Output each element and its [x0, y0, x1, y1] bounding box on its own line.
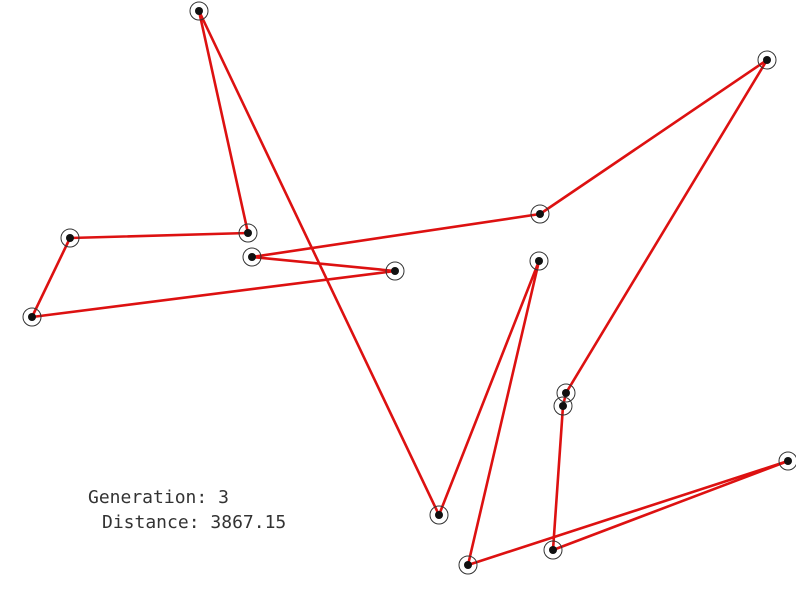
generation-value: 3: [218, 487, 229, 508]
city-ring: [458, 555, 478, 575]
city-dot: [559, 402, 567, 410]
route-segment: [551, 404, 565, 552]
city-ring: [242, 247, 262, 267]
city-dot: [536, 210, 544, 218]
city-ring: [529, 251, 549, 271]
city-marker-icon: [385, 261, 405, 281]
route-segment: [250, 212, 542, 259]
route-segment: [466, 459, 790, 567]
city-layer: [22, 1, 796, 575]
city-ring: [189, 1, 209, 21]
city-ring: [553, 396, 573, 416]
city-marker-icon: [238, 223, 258, 243]
city-marker-icon: [778, 451, 796, 471]
city-dot: [435, 511, 443, 519]
city-marker-icon: [60, 228, 80, 248]
route-segment: [197, 9, 250, 235]
city-marker-icon: [22, 307, 42, 327]
city-marker-icon: [242, 247, 262, 267]
generation-label: Generation:: [88, 487, 207, 508]
city-ring: [530, 204, 550, 224]
city-ring: [385, 261, 405, 281]
route-segment: [250, 255, 397, 273]
route-segment: [564, 58, 769, 395]
city-dot: [244, 229, 252, 237]
city-dot: [763, 56, 771, 64]
city-marker-icon: [543, 540, 563, 560]
distance-label: Distance:: [102, 512, 200, 533]
distance-readout: Distance: 3867.15: [102, 512, 286, 533]
city-marker-icon: [529, 251, 549, 271]
city-dot: [535, 257, 543, 265]
route-layer: [30, 9, 790, 567]
city-marker-icon: [530, 204, 550, 224]
route-segment: [30, 269, 397, 319]
city-marker-icon: [553, 396, 573, 416]
city-ring: [757, 50, 777, 70]
route-segment: [68, 231, 250, 240]
city-dot: [464, 561, 472, 569]
city-dot: [248, 253, 256, 261]
city-marker-icon: [757, 50, 777, 70]
generation-readout: Generation: 3: [88, 487, 229, 508]
city-dot: [66, 234, 74, 242]
city-dot: [195, 7, 203, 15]
city-ring: [543, 540, 563, 560]
city-ring: [238, 223, 258, 243]
city-ring: [556, 383, 576, 403]
city-dot: [562, 389, 570, 397]
route-segment: [466, 259, 541, 567]
city-marker-icon: [189, 1, 209, 21]
route-segment: [538, 58, 769, 216]
city-ring: [60, 228, 80, 248]
city-dot: [549, 546, 557, 554]
city-marker-icon: [556, 383, 576, 403]
city-marker-icon: [429, 505, 449, 525]
city-ring: [22, 307, 42, 327]
route-segment: [437, 259, 541, 517]
distance-value: 3867.15: [210, 512, 286, 533]
route-segment: [551, 459, 790, 552]
city-marker-icon: [458, 555, 478, 575]
city-dot: [28, 313, 36, 321]
route-segment: [197, 9, 441, 517]
city-dot: [391, 267, 399, 275]
city-dot: [784, 457, 792, 465]
city-ring: [429, 505, 449, 525]
city-ring: [778, 451, 796, 471]
route-segment: [30, 236, 72, 319]
